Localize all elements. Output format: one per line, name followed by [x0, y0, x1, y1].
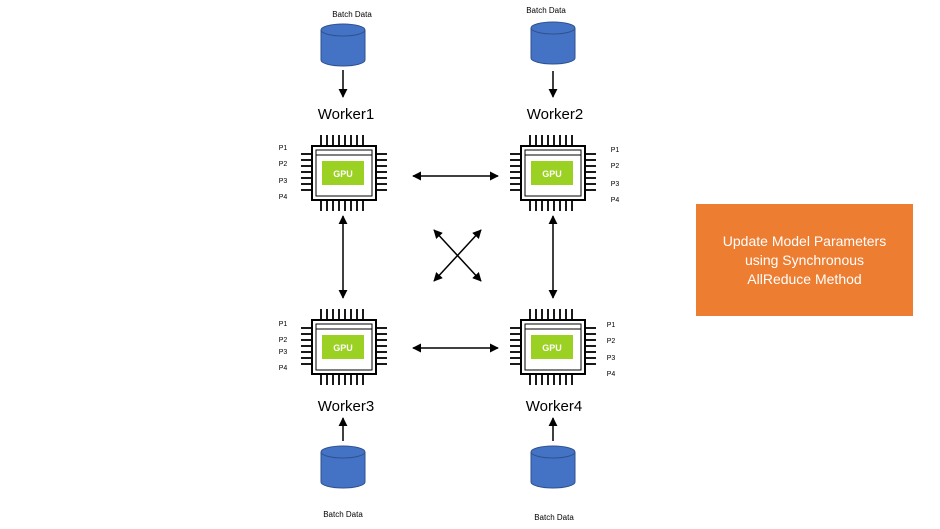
port-label: P1	[279, 145, 288, 152]
gpu-chip-icon: GPU	[510, 309, 596, 385]
worker4-group: GPU P1 P2 P3 P4 Worker4 Batch Data	[510, 309, 615, 522]
worker-label: Worker1	[318, 106, 374, 123]
gpu-label: GPU	[542, 169, 562, 179]
worker1-group: Batch Data Worker1 GPU P1 P2 P3 P4	[279, 10, 387, 211]
callout-line-1: Update Model Parameters	[722, 232, 887, 249]
port-label: P3	[279, 349, 288, 356]
port-label: P3	[611, 181, 620, 188]
port-label: P4	[607, 371, 616, 378]
port-label: P2	[607, 338, 616, 345]
database-icon	[530, 21, 576, 65]
port-label: P4	[279, 365, 288, 372]
worker-label: Worker2	[527, 106, 583, 123]
port-label: P2	[279, 337, 288, 344]
gpu-label: GPU	[542, 343, 562, 353]
worker3-group: GPU P1 P2 P3 P4 Worker3 Batch Data	[279, 309, 387, 519]
database-icon	[320, 23, 366, 67]
batch-data-label: Batch Data	[323, 510, 363, 519]
database-icon	[320, 445, 366, 489]
batch-data-label: Batch Data	[526, 6, 566, 15]
port-label: P2	[611, 163, 620, 170]
port-label: P1	[611, 147, 620, 154]
port-label: P4	[611, 197, 620, 204]
callout-line-2: using Synchronous	[744, 251, 865, 268]
port-label: P1	[279, 321, 288, 328]
worker-label: Worker4	[526, 398, 582, 415]
gpu-chip-icon: GPU	[301, 135, 387, 211]
allreduce-callout: Update Model Parameters using Synchronou…	[696, 204, 913, 316]
callout-line-3: AllReduce Method	[747, 270, 862, 287]
batch-data-label: Batch Data	[332, 10, 372, 19]
port-label: P4	[279, 194, 288, 201]
link-arrow-w2-w3	[433, 229, 482, 282]
batch-data-label: Batch Data	[534, 513, 574, 522]
worker-label: Worker3	[318, 398, 374, 415]
port-label: P3	[607, 355, 616, 362]
gpu-chip-icon: GPU	[301, 309, 387, 385]
port-label: P1	[607, 322, 616, 329]
callout-text: Update Model Parameters using Synchronou…	[723, 232, 886, 289]
port-label: P3	[279, 178, 288, 185]
gpu-label: GPU	[333, 343, 353, 353]
worker2-group: Batch Data Worker2 GPU P1 P2 P3 P4	[510, 6, 619, 211]
port-label: P2	[279, 161, 288, 168]
gpu-label: GPU	[333, 169, 353, 179]
gpu-chip-icon: GPU	[510, 135, 596, 211]
database-icon	[530, 445, 576, 489]
